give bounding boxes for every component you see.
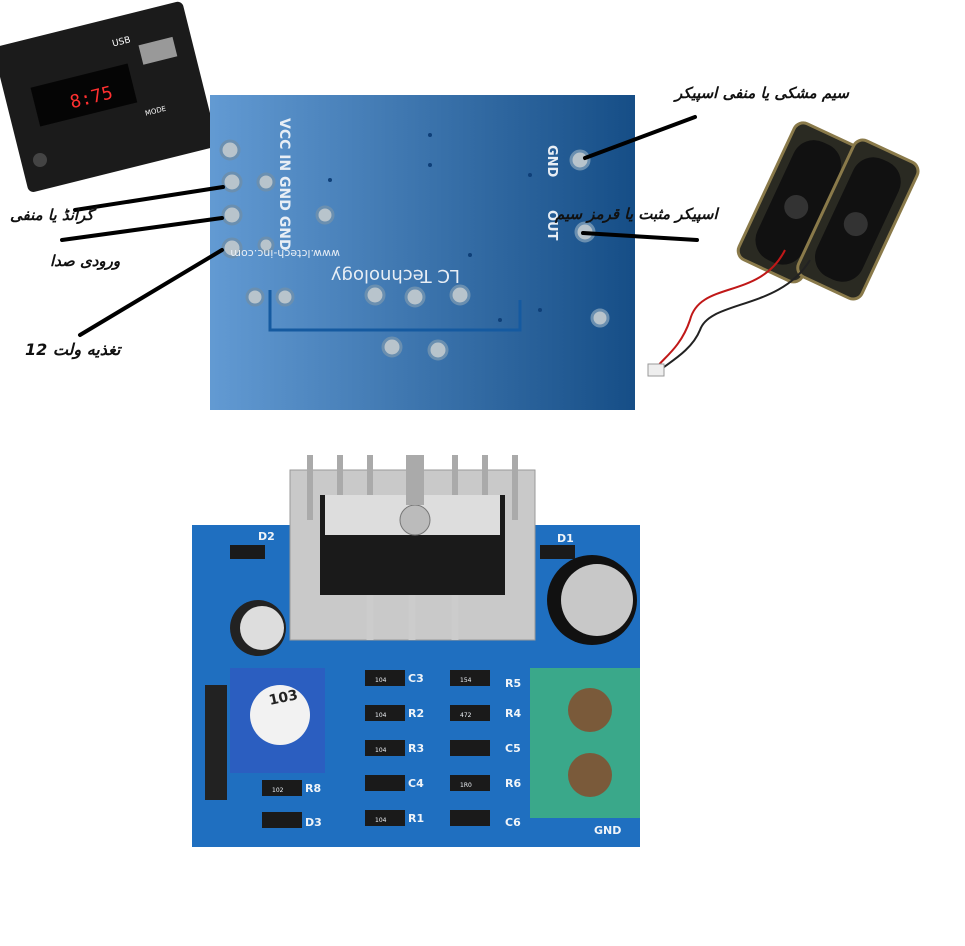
amplifier-board-front: 104 154 104 472 104 1R0 104 102 D2 D1 C3…	[192, 455, 640, 847]
svg-text:R5: R5	[505, 677, 521, 690]
svg-text:104: 104	[375, 712, 387, 719]
pointer-lines	[60, 115, 699, 337]
pin-label-gnd: GND	[544, 145, 559, 178]
svg-text:R6: R6	[505, 777, 521, 790]
svg-text:R3: R3	[408, 742, 424, 755]
potentiometer-label: 103	[268, 687, 300, 709]
svg-text:472: 472	[460, 712, 472, 719]
svg-text:C3: C3	[408, 672, 424, 685]
svg-text:102: 102	[272, 787, 284, 794]
svg-text:USB: USB	[111, 35, 131, 49]
svg-text:104: 104	[375, 817, 387, 824]
svg-text:R4: R4	[505, 707, 521, 720]
mp3-module: 8:75 USB MODE	[0, 1, 217, 192]
svg-text:R8: R8	[305, 782, 321, 795]
label-ground-negative: گرانڈ یا منفی	[10, 206, 94, 224]
svg-text:R2: R2	[408, 707, 424, 720]
amplifier-board-back: VCC IN GND GND www.lctech-inc.com LC Tec…	[210, 95, 635, 410]
label-speaker-positive: اسپیکر مثبت یا قرمز سیم	[555, 205, 718, 223]
svg-text:D2: D2	[258, 530, 275, 543]
label-audio-input: ورودی صدا	[50, 252, 121, 270]
label-power-12v: تغذیه ولت 12	[25, 340, 121, 359]
svg-text:154: 154	[460, 677, 472, 684]
svg-text:C6: C6	[505, 816, 521, 829]
svg-text:104: 104	[375, 677, 387, 684]
svg-text:C5: C5	[505, 742, 521, 755]
svg-text:D1: D1	[557, 532, 574, 545]
svg-text:R1: R1	[408, 812, 424, 825]
label-speaker-negative: سیم مشکی یا منفی اسپیکر	[675, 84, 849, 102]
pin-labels-input: VCC IN GND GND	[276, 118, 292, 251]
speakers	[647, 121, 920, 377]
svg-text:GND: GND	[594, 824, 621, 837]
svg-text:1R0: 1R0	[460, 782, 472, 789]
pin-label-out: OUT	[544, 210, 559, 241]
svg-text:D3: D3	[305, 816, 322, 829]
board-url: www.lctech-inc.com	[230, 247, 340, 260]
board-brand: LC Technology	[331, 265, 460, 286]
svg-text:C4: C4	[408, 777, 424, 790]
svg-text:104: 104	[375, 747, 387, 754]
